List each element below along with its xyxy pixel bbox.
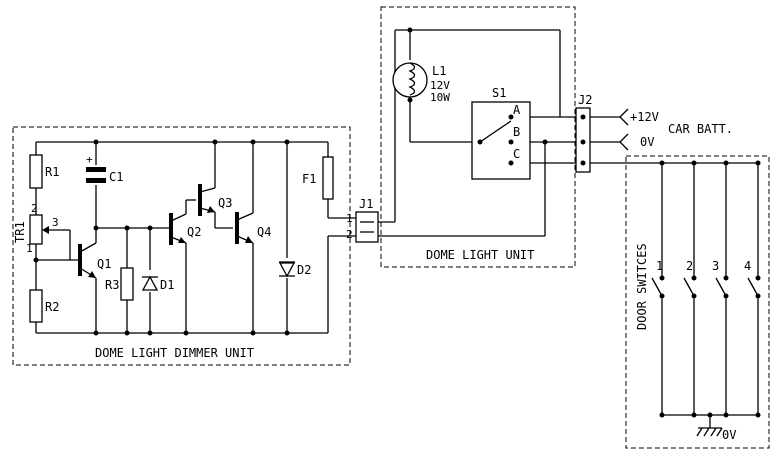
diode-d2 <box>278 261 296 278</box>
label-sw1: 1 <box>656 259 663 273</box>
door-switch-wiring <box>661 162 759 428</box>
ground-icon <box>696 427 723 437</box>
label-ground-0v: 0V <box>722 428 736 442</box>
door-switch-4 <box>747 277 759 297</box>
door-junctions <box>659 160 761 418</box>
label-j1-pin1: 1 <box>346 212 353 225</box>
trimmer-arrow-icon <box>42 226 49 234</box>
label-tr1: TR1 <box>13 221 27 243</box>
label-q1: Q1 <box>97 257 111 271</box>
label-r3: R3 <box>105 278 119 292</box>
j2-pins <box>580 114 586 166</box>
trimmer-tr1 <box>29 214 43 245</box>
transistor-q1 <box>78 242 97 279</box>
label-r1: R1 <box>45 165 59 179</box>
dome-light-unit-title: DOME LIGHT UNIT <box>426 248 534 262</box>
transistor-q3 <box>198 184 216 216</box>
label-tr1-pin2: 2 <box>31 202 38 215</box>
transistor-q4 <box>235 212 254 244</box>
transistor-q2 <box>169 213 187 245</box>
label-f1: F1 <box>302 172 316 186</box>
label-c1-plus: + <box>86 153 93 166</box>
label-plus12v: +12V <box>630 110 659 124</box>
dome-junctions <box>407 27 548 145</box>
dimmer-wiring <box>35 141 356 334</box>
label-j1-pin2: 2 <box>346 228 353 241</box>
dome-light-unit-box <box>380 6 576 268</box>
door-switches-title: DOOR SWITCES <box>635 243 649 330</box>
fuse-f1 <box>322 156 334 200</box>
label-car-batt: CAR BATT. <box>668 122 733 136</box>
lamp-l1 <box>392 62 428 98</box>
resistor-r1 <box>29 154 43 189</box>
label-tr1-pin3: 3 <box>52 216 59 229</box>
label-0v: 0V <box>640 135 654 149</box>
label-c1: C1 <box>109 170 123 184</box>
door-switches-box <box>625 155 770 449</box>
label-sw2: 2 <box>686 259 693 273</box>
label-j2: J2 <box>578 93 592 107</box>
label-q4: Q4 <box>257 225 271 239</box>
label-j1: J1 <box>359 197 373 211</box>
label-d1: D1 <box>160 278 174 292</box>
label-s1-b: B <box>513 125 520 139</box>
label-s1-c: C <box>513 147 520 161</box>
label-sw4: 4 <box>744 259 751 273</box>
label-tr1-pin1: 1 <box>26 242 33 255</box>
capacitor-c1 <box>86 167 106 183</box>
connector-j1[interactable] <box>355 211 379 243</box>
dimmer-junctions <box>33 139 290 336</box>
dimmer-unit-box <box>12 126 351 366</box>
resistor-r2 <box>29 289 43 323</box>
door-switch-1 <box>651 277 663 297</box>
label-s1: S1 <box>492 86 506 100</box>
label-d2: D2 <box>297 263 311 277</box>
label-sw3: 3 <box>712 259 719 273</box>
label-l1-volt: 12V <box>430 79 450 92</box>
label-r2: R2 <box>45 300 59 314</box>
label-q3: Q3 <box>218 196 232 210</box>
door-switch-3 <box>715 277 727 297</box>
battery-terminals <box>600 108 629 151</box>
diode-d1 <box>141 275 159 291</box>
switch-s1-lever <box>479 120 512 143</box>
resistor-r3 <box>120 267 134 301</box>
label-s1-a: A <box>513 103 521 117</box>
door-switch-2 <box>683 277 695 297</box>
dimmer-unit-title: DOME LIGHT DIMMER UNIT <box>95 346 254 360</box>
label-l1-watt: 10W <box>430 91 450 104</box>
label-q2: Q2 <box>187 225 201 239</box>
label-l1: L1 <box>432 64 446 78</box>
